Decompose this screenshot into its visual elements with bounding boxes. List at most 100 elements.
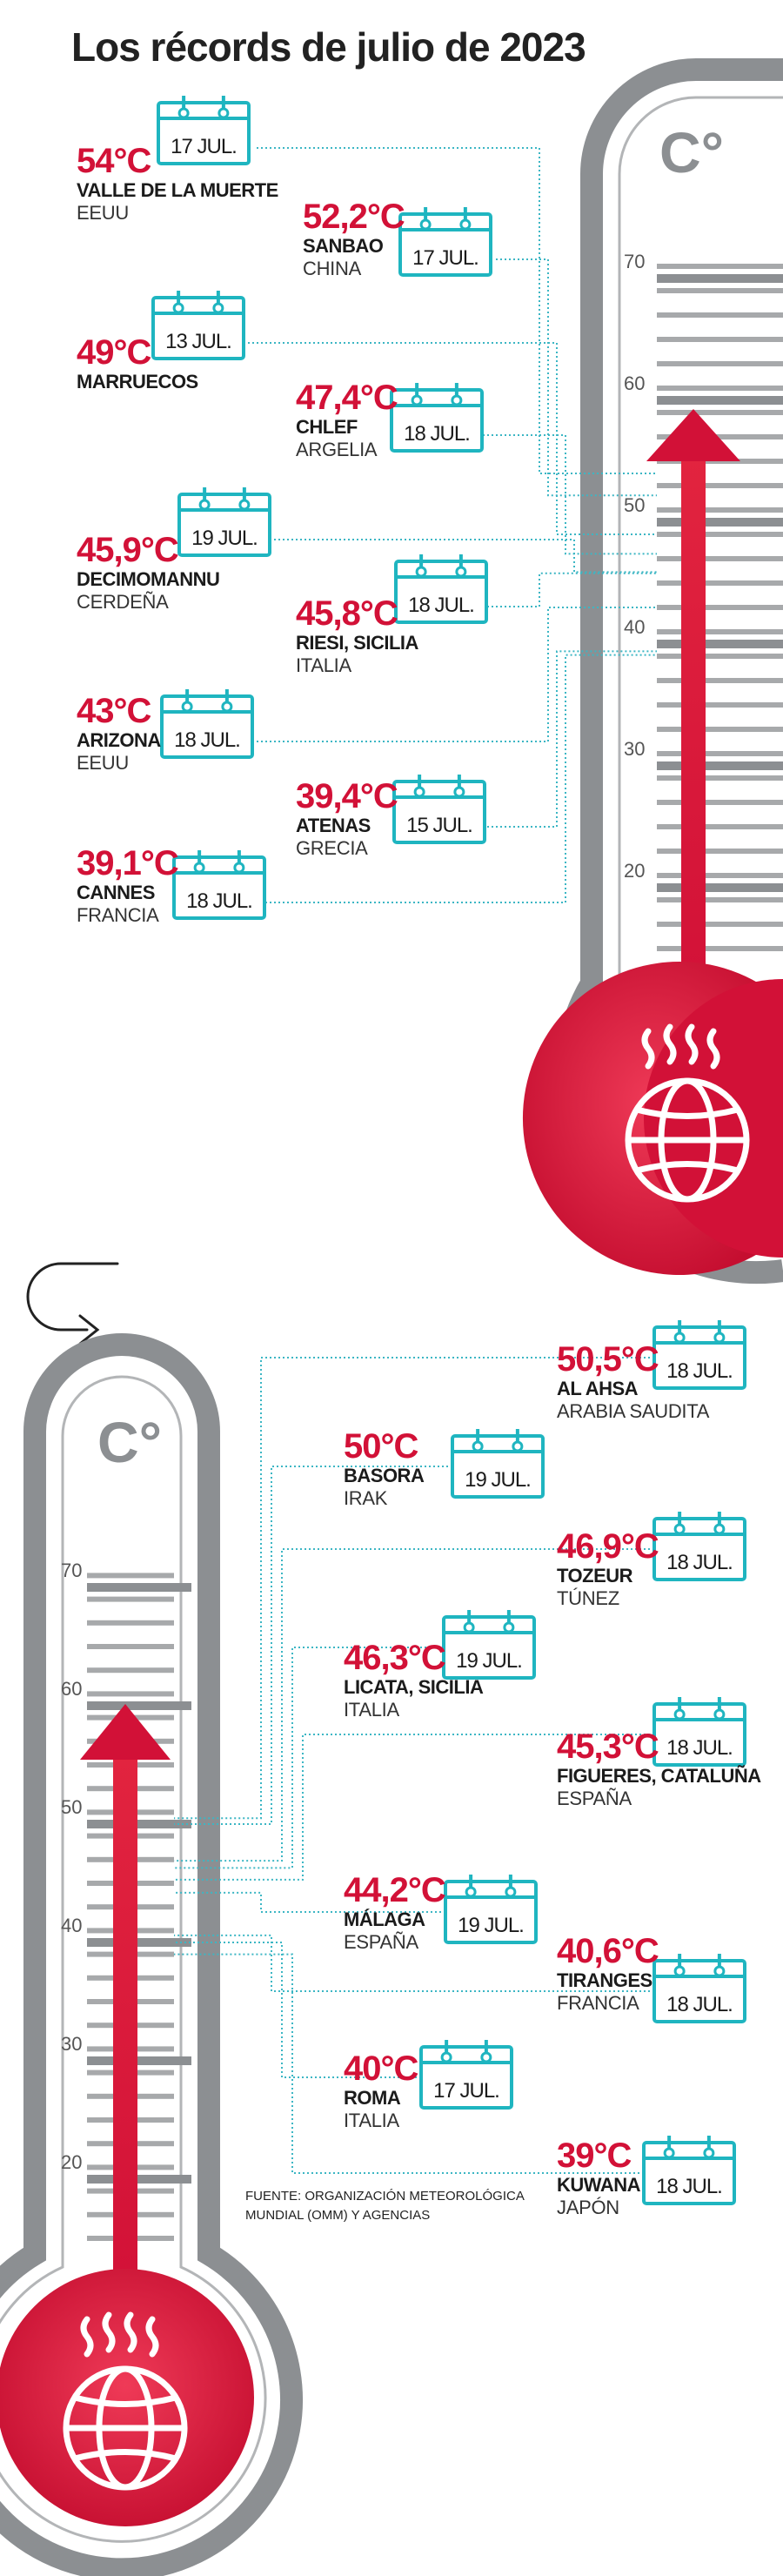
calendar-icon: 17 JUL. [398, 207, 492, 277]
record-temperature: 52,2°C [303, 198, 405, 236]
record-place: MÁLAGA [344, 1909, 425, 1930]
record-country: EEUU [77, 752, 129, 774]
record-date: 18 JUL. [656, 2175, 722, 2198]
record-date: 13 JUL. [165, 330, 231, 353]
record-date: 18 JUL. [666, 1551, 733, 1574]
scale-minor-tick [657, 410, 783, 415]
calendar-icon: 19 JUL. [451, 1429, 545, 1499]
record-place: TIRANGES [557, 1969, 652, 1991]
scale-minor-tick [657, 946, 783, 951]
scale-minor-tick [87, 1620, 174, 1626]
scale-minor-tick [657, 897, 783, 902]
scale-minor-tick [657, 580, 783, 586]
record-temperature: 43°C [77, 692, 151, 730]
scale-minor-tick [657, 605, 783, 610]
record-temperature: 46,3°C [344, 1639, 445, 1677]
scale-minor-tick [657, 556, 783, 561]
scale-minor-tick [657, 678, 783, 683]
calendar-icon: 19 JUL. [177, 487, 271, 557]
scale-minor-tick [657, 727, 783, 732]
record-date: 18 JUL. [404, 422, 470, 446]
scale-minor-tick [657, 873, 783, 878]
scale-label: 40 [61, 1915, 82, 1936]
record-country: ESPAÑA [344, 1931, 418, 1953]
scale-label: 40 [624, 616, 645, 638]
record-place: CHLEF [296, 416, 358, 438]
connector-line [174, 1942, 421, 2078]
record-country: CERDEÑA [77, 591, 169, 613]
scale-label: 60 [61, 1678, 82, 1700]
record-place: BASORA [344, 1465, 425, 1486]
scale-label: 30 [61, 2033, 82, 2055]
calendar-icon: 18 JUL. [652, 1512, 746, 1581]
scale-label: 70 [61, 1560, 82, 1581]
calendar-icon: 18 JUL. [652, 1320, 746, 1390]
connector-line [257, 147, 657, 474]
scale-label: 60 [624, 372, 645, 394]
calendar-icon: 13 JUL. [151, 291, 245, 360]
record-place: TOZEUR [557, 1565, 633, 1587]
record-temperature: 44,2°C [344, 1871, 445, 1909]
record-temperature: 39,1°C [77, 844, 178, 882]
record-temperature: 39°C [557, 2137, 631, 2175]
connector-line [174, 1953, 644, 2174]
scale-minor-tick [657, 361, 783, 366]
calendar-icon: 18 JUL. [652, 1697, 746, 1767]
connector-line [174, 1734, 654, 1881]
scale-minor-tick [657, 800, 783, 805]
curved-arrow-icon [26, 1262, 119, 1345]
scale-label: 50 [624, 494, 645, 516]
record-country: ARGELIA [296, 439, 378, 460]
scale-minor-tick [87, 1691, 174, 1697]
record-place: ARIZONA [77, 729, 161, 751]
page-title: Los récords de julio de 2023 [71, 24, 586, 70]
record-country: FRANCIA [557, 1992, 639, 2014]
calendar-icon: 19 JUL. [442, 1610, 536, 1680]
mercury-arrow-top [646, 409, 740, 461]
record-date: 18 JUL. [174, 728, 240, 752]
record-country: ARABIA SAUDITA [557, 1400, 710, 1422]
scale-minor-tick [657, 654, 783, 659]
scale-minor-tick [657, 824, 783, 829]
scale-minor-tick [657, 483, 783, 488]
scale-minor-tick [657, 507, 783, 513]
record-date: 18 JUL. [666, 1736, 733, 1760]
record-country: EEUU [77, 202, 129, 224]
scale-major-tick [87, 2056, 191, 2065]
record-country: ITALIA [344, 1699, 399, 1721]
record-place: AL AHSA [557, 1378, 639, 1399]
record-temperature: 54°C [77, 142, 151, 180]
scale-label: 70 [624, 251, 645, 272]
scale-major-tick [657, 640, 783, 648]
calendar-icon: 18 JUL. [160, 689, 254, 759]
thermometer-outline [0, 1333, 303, 2576]
calendar-icon: 18 JUL. [642, 2136, 736, 2205]
scale-minor-tick [87, 1644, 174, 1649]
connector-line [174, 1891, 445, 1913]
record-temperature: 47,4°C [296, 379, 398, 417]
calendar-icon: 17 JUL. [157, 96, 251, 165]
record-country: ESPAÑA [557, 1788, 632, 1809]
calendar-icon: 15 JUL. [392, 775, 486, 844]
record-place: MARRUECOS [77, 371, 198, 392]
connector-line [244, 342, 657, 535]
scale-minor-tick [657, 337, 783, 342]
record-date: 18 JUL. [186, 889, 252, 913]
source-note: FUENTE: ORGANIZACIÓN METEOROLÓGICA MUNDI… [245, 2189, 525, 2223]
record-place: DECIMOMANNU [77, 568, 219, 590]
record-date: 18 JUL. [666, 1993, 733, 2016]
connector-line [174, 1647, 444, 1869]
record-place: KUWANA [557, 2174, 641, 2196]
record-place: SANBAO [303, 235, 384, 257]
record-date: 19 JUL. [456, 1649, 522, 1673]
globe-heat-icon [625, 1023, 750, 1203]
record-place: ATENAS [296, 815, 371, 836]
